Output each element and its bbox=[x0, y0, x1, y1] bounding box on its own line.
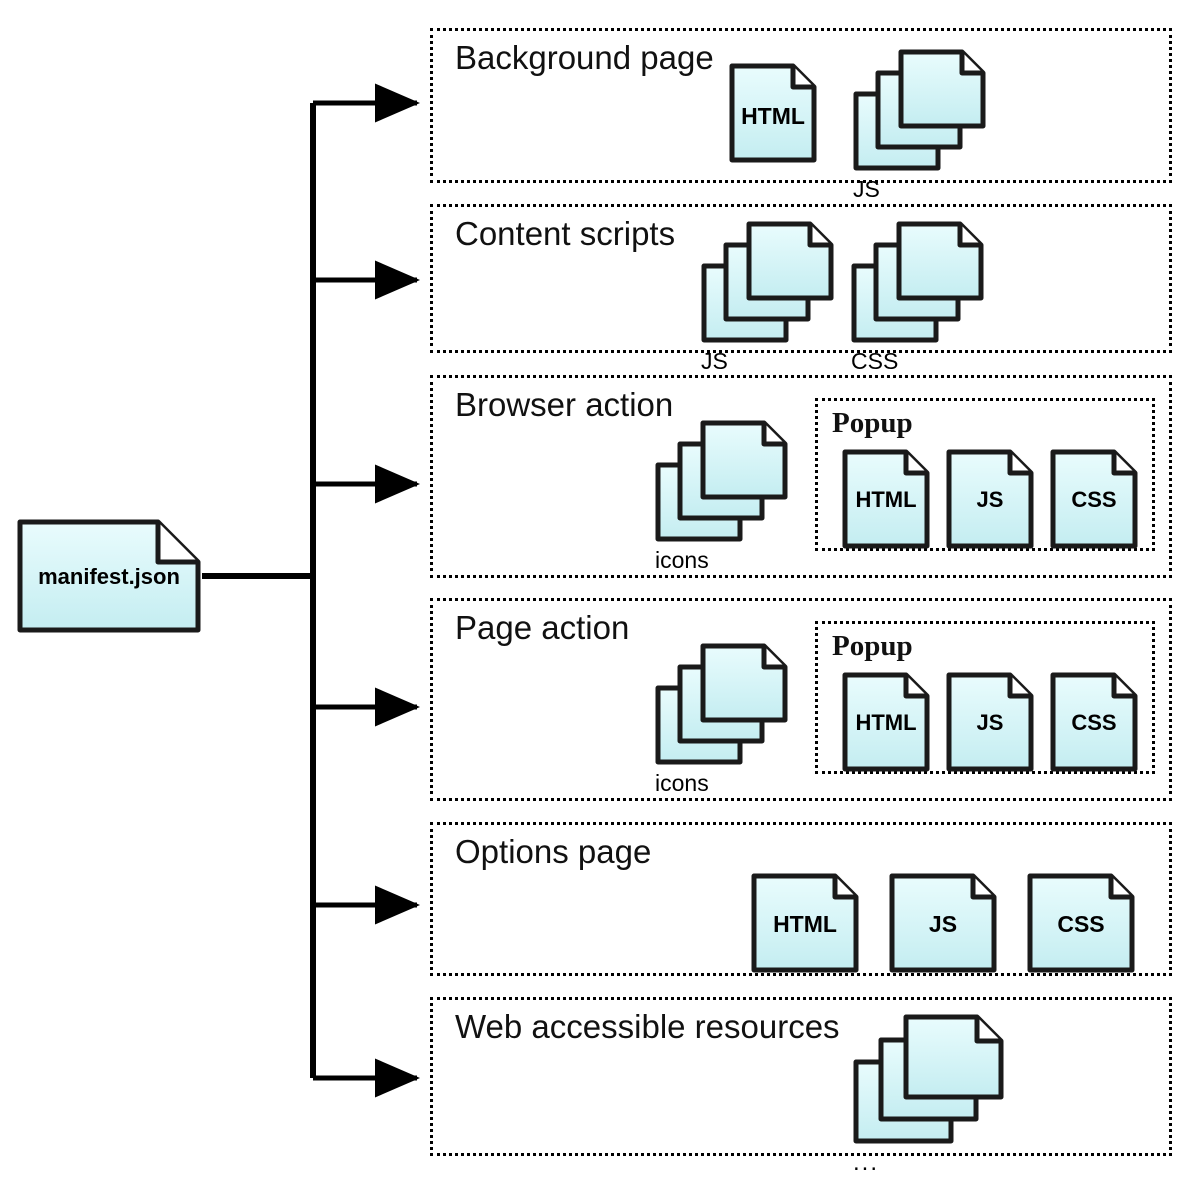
html-file-icon[interactable]: HTML bbox=[842, 449, 930, 549]
section-title-browser-action: Browser action bbox=[455, 386, 674, 423]
ellipsis-file-label: ... bbox=[853, 1149, 880, 1176]
js-file-icon[interactable]: JS bbox=[946, 672, 1034, 772]
section-title-background-page: Background page bbox=[455, 39, 714, 76]
html-file-icon[interactable]: HTML bbox=[842, 672, 930, 772]
js-file-stack-icon[interactable]: JS bbox=[853, 49, 993, 202]
document-icon bbox=[17, 519, 201, 633]
js-file-icon[interactable]: JS bbox=[946, 449, 1034, 549]
ellipsis-file-stack-icon[interactable]: ... bbox=[853, 1014, 1013, 1176]
icons-file-label: icons bbox=[655, 770, 709, 796]
css-file-stack-icon[interactable]: CSS bbox=[851, 221, 991, 374]
css-file-label: CSS bbox=[851, 348, 899, 374]
popup-box-page-action[interactable]: Popup HTML JS bbox=[815, 621, 1155, 774]
icons-file-stack-icon[interactable]: icons bbox=[655, 420, 795, 573]
popup-title: Popup bbox=[832, 407, 913, 439]
js-file-stack-icon[interactable]: JS bbox=[701, 221, 841, 374]
html-file-icon[interactable]: HTML bbox=[751, 873, 859, 973]
js-file-label: JS bbox=[853, 176, 880, 202]
section-background-page[interactable]: Background page HTML bbox=[430, 28, 1172, 202]
section-browser-action[interactable]: Browser action icons Popup bbox=[430, 375, 1172, 578]
popup-title: Popup bbox=[832, 630, 913, 662]
icons-file-label: icons bbox=[655, 547, 709, 573]
js-file-label: JS bbox=[701, 348, 728, 374]
css-file-icon[interactable]: CSS bbox=[1027, 873, 1135, 973]
manifest-json-node[interactable]: manifest.json bbox=[16, 518, 202, 634]
html-file-icon[interactable]: HTML bbox=[729, 63, 817, 163]
popup-box-browser-action[interactable]: Popup HTML JS bbox=[815, 398, 1155, 551]
section-title-content-scripts: Content scripts bbox=[455, 215, 676, 252]
css-file-icon[interactable]: CSS bbox=[1050, 449, 1138, 549]
icons-file-stack-icon[interactable]: icons bbox=[655, 643, 795, 796]
section-title-options-page: Options page bbox=[455, 833, 652, 870]
section-page-action[interactable]: Page action icons Popup bbox=[430, 598, 1172, 801]
section-content-scripts[interactable]: Content scripts JS bbox=[430, 204, 1172, 374]
js-file-icon[interactable]: JS bbox=[889, 873, 997, 973]
section-title-web-accessible-resources: Web accessible resources bbox=[455, 1008, 840, 1045]
section-title-page-action: Page action bbox=[455, 609, 630, 646]
section-options-page[interactable]: Options page HTML JS bbox=[430, 822, 1172, 976]
css-file-icon[interactable]: CSS bbox=[1050, 672, 1138, 772]
section-web-accessible-resources[interactable]: Web accessible resources ... bbox=[430, 997, 1172, 1176]
